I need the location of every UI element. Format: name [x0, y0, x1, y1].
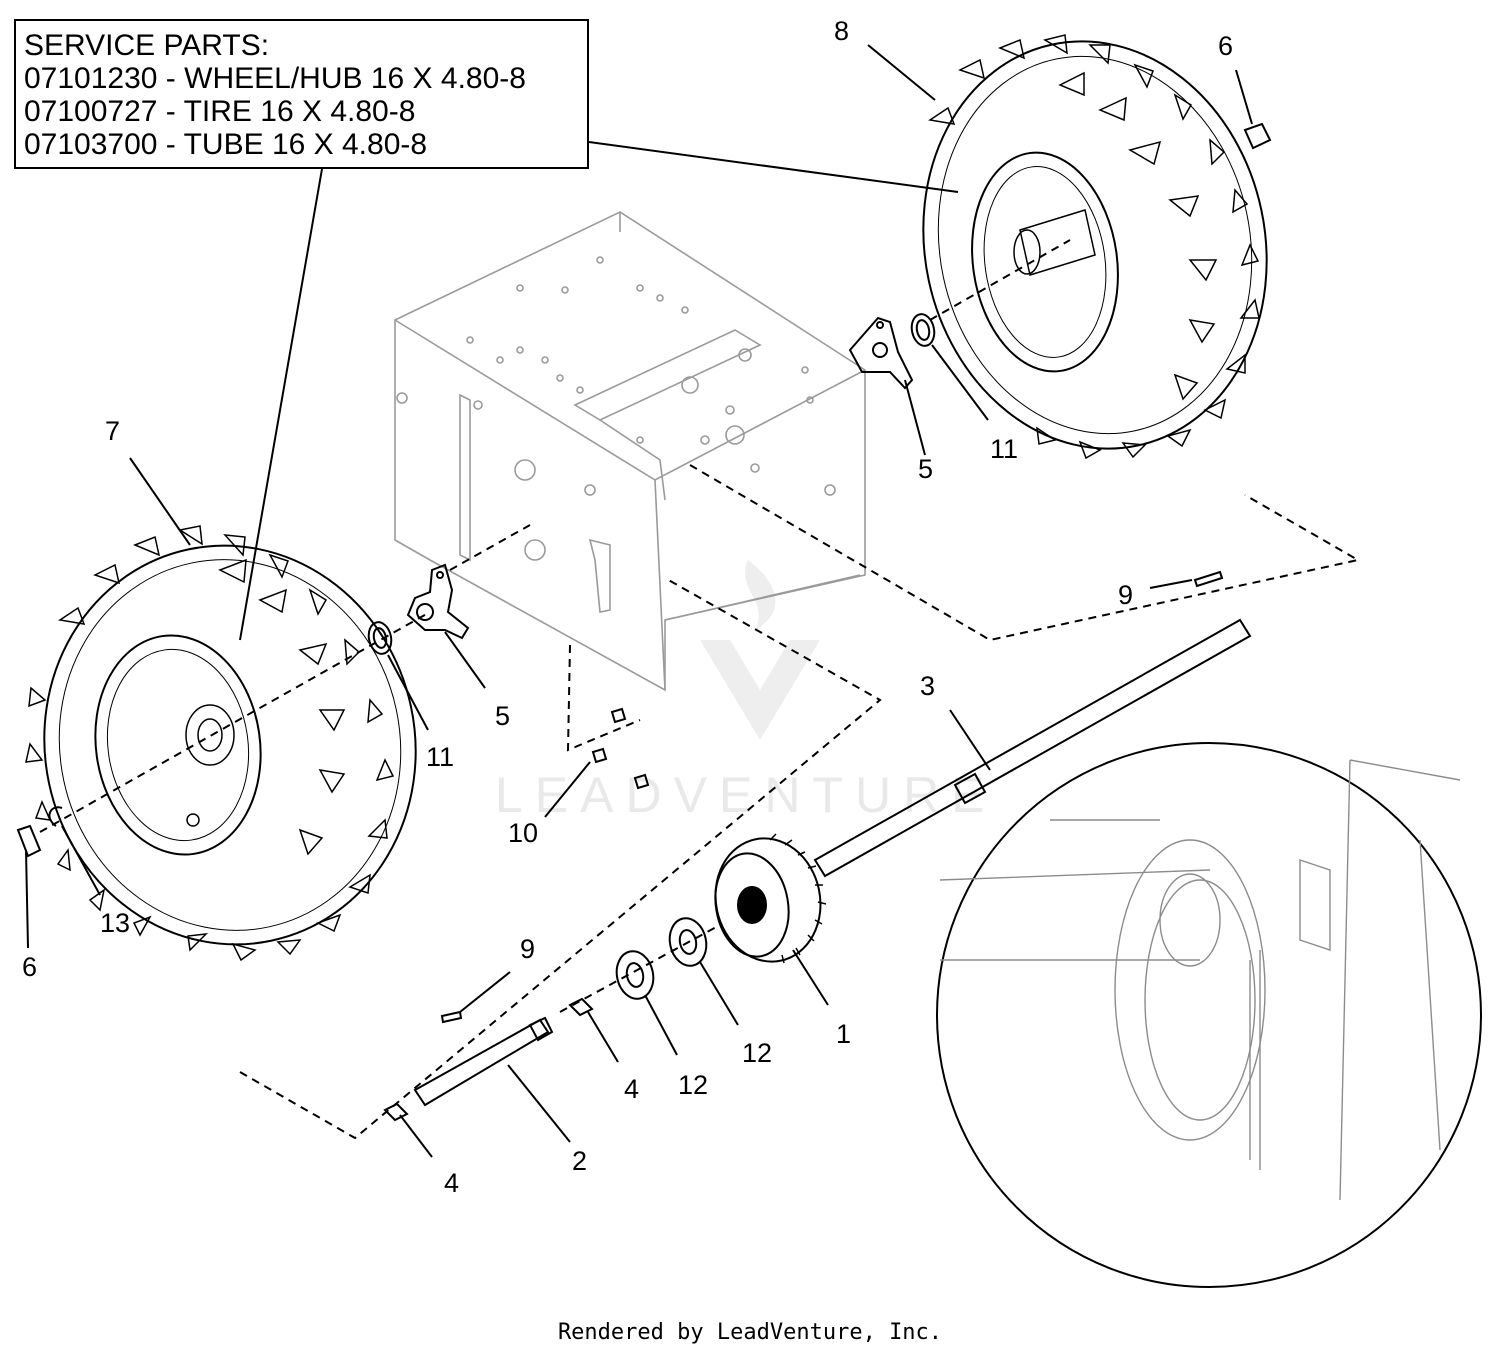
leadventure-watermark: LEADVENTURE: [495, 560, 997, 823]
callout-4-middle: 4: [624, 1074, 639, 1104]
service-part-tube: 07103700 - TUBE 16 X 4.80-8: [24, 128, 428, 161]
callout-10: 10: [508, 818, 538, 848]
detail-inset: [936, 709, 1482, 1288]
callout-labels: 8 6 5 11 9 3 7 5 11 10 13 6 9 1 12 12 4 …: [22, 16, 1233, 1198]
small-parts: [16, 122, 1272, 1122]
chassis-frame: [394, 211, 866, 692]
callout-leaders: [25, 44, 1253, 1158]
callout-4-lower: 4: [444, 1168, 459, 1198]
service-part-wheel-hub: 07101230 - WHEEL/HUB 16 X 4.80-8: [24, 62, 526, 95]
callout-7: 7: [105, 416, 120, 446]
callout-5-right: 5: [918, 454, 933, 484]
callout-13: 13: [100, 908, 130, 938]
watermark-text: LEADVENTURE: [495, 767, 997, 823]
callout-12-lower: 12: [678, 1070, 708, 1100]
callout-11-left: 11: [426, 742, 454, 772]
callout-6-left: 6: [22, 952, 37, 982]
callout-8: 8: [834, 16, 849, 46]
callout-3: 3: [920, 671, 935, 701]
alignment-lines: [39, 239, 1361, 1140]
callout-2: 2: [572, 1146, 587, 1176]
render-credit: Rendered by LeadVenture, Inc.: [557, 1320, 943, 1345]
callout-12-upper: 12: [742, 1038, 772, 1068]
right-wheel-assembly: [922, 34, 1268, 460]
service-parts-heading: SERVICE PARTS:: [24, 29, 270, 62]
callout-9-right: 9: [1118, 580, 1133, 610]
callout-9-left: 9: [520, 934, 535, 964]
service-part-tire: 07100727 - TIRE 16 X 4.80-8: [24, 95, 416, 128]
service-leaders: [239, 141, 959, 641]
callout-11-right: 11: [990, 434, 1018, 464]
service-parts-box: SERVICE PARTS: 07101230 - WHEEL/HUB 16 X…: [14, 19, 589, 169]
callout-5-left: 5: [495, 701, 510, 731]
callout-1: 1: [836, 1019, 851, 1049]
callout-6-right: 6: [1218, 31, 1233, 61]
left-wheel-assembly: [25, 525, 417, 962]
